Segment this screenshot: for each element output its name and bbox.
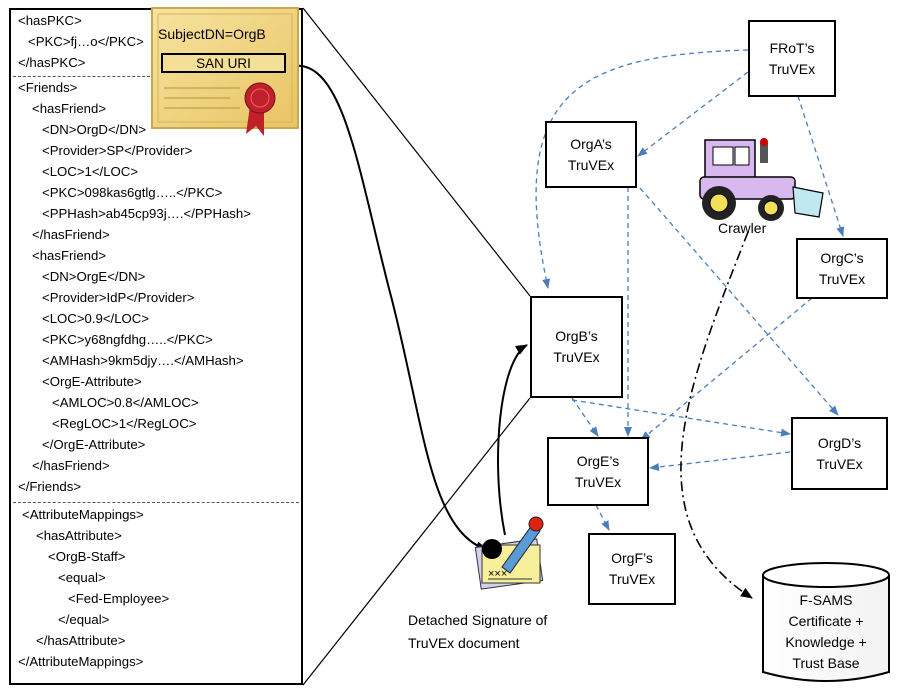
database-label-line: Trust Base <box>792 655 860 671</box>
arrow-frot-to-orgc <box>797 95 845 237</box>
xml-line: <OrgB-Staff> <box>48 549 126 564</box>
arrow-orgd-to-orge <box>649 451 791 471</box>
database-icon <box>762 562 890 682</box>
node-orgf-truvex: OrgF’s TruVEx <box>588 533 676 605</box>
xml-line: <AttributeMappings> <box>22 507 144 522</box>
xml-line: <hasPKC> <box>18 13 82 28</box>
certificate-subject: SubjectDN=OrgB <box>158 26 266 42</box>
database-label-line: Knowledge + <box>785 634 867 650</box>
xml-line: <PKC>098kas6gtlg…..</PKC> <box>42 185 223 200</box>
node-label: FRoT’s <box>769 39 815 56</box>
xml-line: <equal> <box>58 570 106 585</box>
xml-line: <AMHash>9km5djy….</AMHash> <box>42 353 244 368</box>
node-frot-truvex: FRoT’s TruVEx <box>748 20 836 97</box>
xml-line: </equal> <box>58 612 110 627</box>
node-label: TruVEx <box>567 156 615 173</box>
xml-line: <DN>OrgE</DN> <box>42 269 146 284</box>
certificate-icon: SubjectDN=OrgB SAN URI <box>150 6 300 136</box>
arrow-frot-to-orgb <box>535 49 749 289</box>
svg-text:×××: ××× <box>488 568 507 580</box>
zoom-line-bottom <box>302 397 531 686</box>
node-label: TruVEx <box>553 349 600 365</box>
arrow-orgb-to-orge <box>571 397 599 437</box>
signature-label-line1: Detached Signature of <box>408 612 548 628</box>
arrow-orgc-to-orge <box>640 297 813 441</box>
xml-line: <hasFriend> <box>32 101 107 116</box>
node-label: TruVEx <box>574 473 622 490</box>
node-label: OrgE’s <box>576 452 620 469</box>
xml-line: <Fed-Employee> <box>68 591 170 606</box>
node-label: OrgB’s <box>555 328 598 344</box>
node-label: TruVEx <box>608 571 656 587</box>
xml-line: <hasAttribute> <box>36 528 122 543</box>
trust-links <box>535 49 845 531</box>
xml-line: </hasAttribute> <box>36 633 126 648</box>
node-orge-truvex: OrgE’s TruVEx <box>547 437 649 506</box>
node-label: OrgC’s <box>820 249 864 266</box>
xml-line: <Friends> <box>18 80 78 95</box>
san-uri-field: SAN URI <box>161 53 286 73</box>
node-label: TruVEx <box>818 270 866 287</box>
san-to-signature-arrow <box>293 64 488 552</box>
node-orgc-truvex: OrgC’s TruVEx <box>796 238 888 299</box>
node-label: TruVEx <box>816 455 863 472</box>
xml-line: </Friends> <box>18 479 82 494</box>
database-label-line: F-SAMS <box>799 592 853 608</box>
xml-line: <DN>OrgD</DN> <box>42 122 147 137</box>
node-label: OrgD’s <box>817 434 862 451</box>
xml-line: <LOC>1</LOC> <box>42 164 139 179</box>
crawler-label: Crawler <box>718 220 767 236</box>
xml-line: </AttributeMappings> <box>18 654 144 669</box>
node-label: OrgF’s <box>611 550 653 566</box>
arrow-orgb-to-orgd <box>571 399 791 437</box>
xml-line: <PKC>fj…o</PKC> <box>28 34 144 49</box>
database-label: F-SAMS Certificate + Knowledge + Trust B… <box>763 590 889 674</box>
signature-document-icon: ××× <box>474 516 544 590</box>
crawler-path-arrow <box>680 231 753 599</box>
arrow-orge-to-orgf <box>595 504 610 531</box>
node-orgd-truvex: OrgD’s TruVEx <box>791 417 888 490</box>
xml-line: <PPHash>ab45cp93j….</PPHash> <box>42 206 251 221</box>
xml-line: </OrgE-Attribute> <box>42 437 146 452</box>
xml-line: <AMLOC>0.8</AMLOC> <box>52 395 199 410</box>
node-label: OrgA’s <box>570 135 612 152</box>
xml-line: <hasFriend> <box>32 248 107 263</box>
xml-line: <OrgE-Attribute> <box>42 374 142 389</box>
xml-line: </hasPKC> <box>18 55 86 70</box>
node-label: TruVEx <box>768 60 816 77</box>
xml-line: <Provider>SP</Provider> <box>42 143 193 158</box>
database-label-line: Certificate + <box>788 613 864 629</box>
xml-line: <Provider>IdP</Provider> <box>42 290 195 305</box>
xml-separator <box>13 502 299 503</box>
signature-to-orgb-arrow <box>497 344 528 536</box>
xml-line: </hasFriend> <box>32 227 110 242</box>
xml-line: <PKC>y68ngfdhg…..</PKC> <box>42 332 213 347</box>
xml-line: <LOC>0.9</LOC> <box>42 311 150 326</box>
crawler-tractor-icon <box>699 138 824 221</box>
xml-line: <RegLOC>1</RegLOC> <box>52 416 197 431</box>
xml-line: </hasFriend> <box>32 458 110 473</box>
node-orgb-truvex: OrgB’s TruVEx <box>530 296 623 398</box>
signature-label-line2: TruVEx document <box>408 635 520 651</box>
node-orga-truvex: OrgA’s TruVEx <box>545 121 637 188</box>
zoom-line-top <box>302 7 531 297</box>
